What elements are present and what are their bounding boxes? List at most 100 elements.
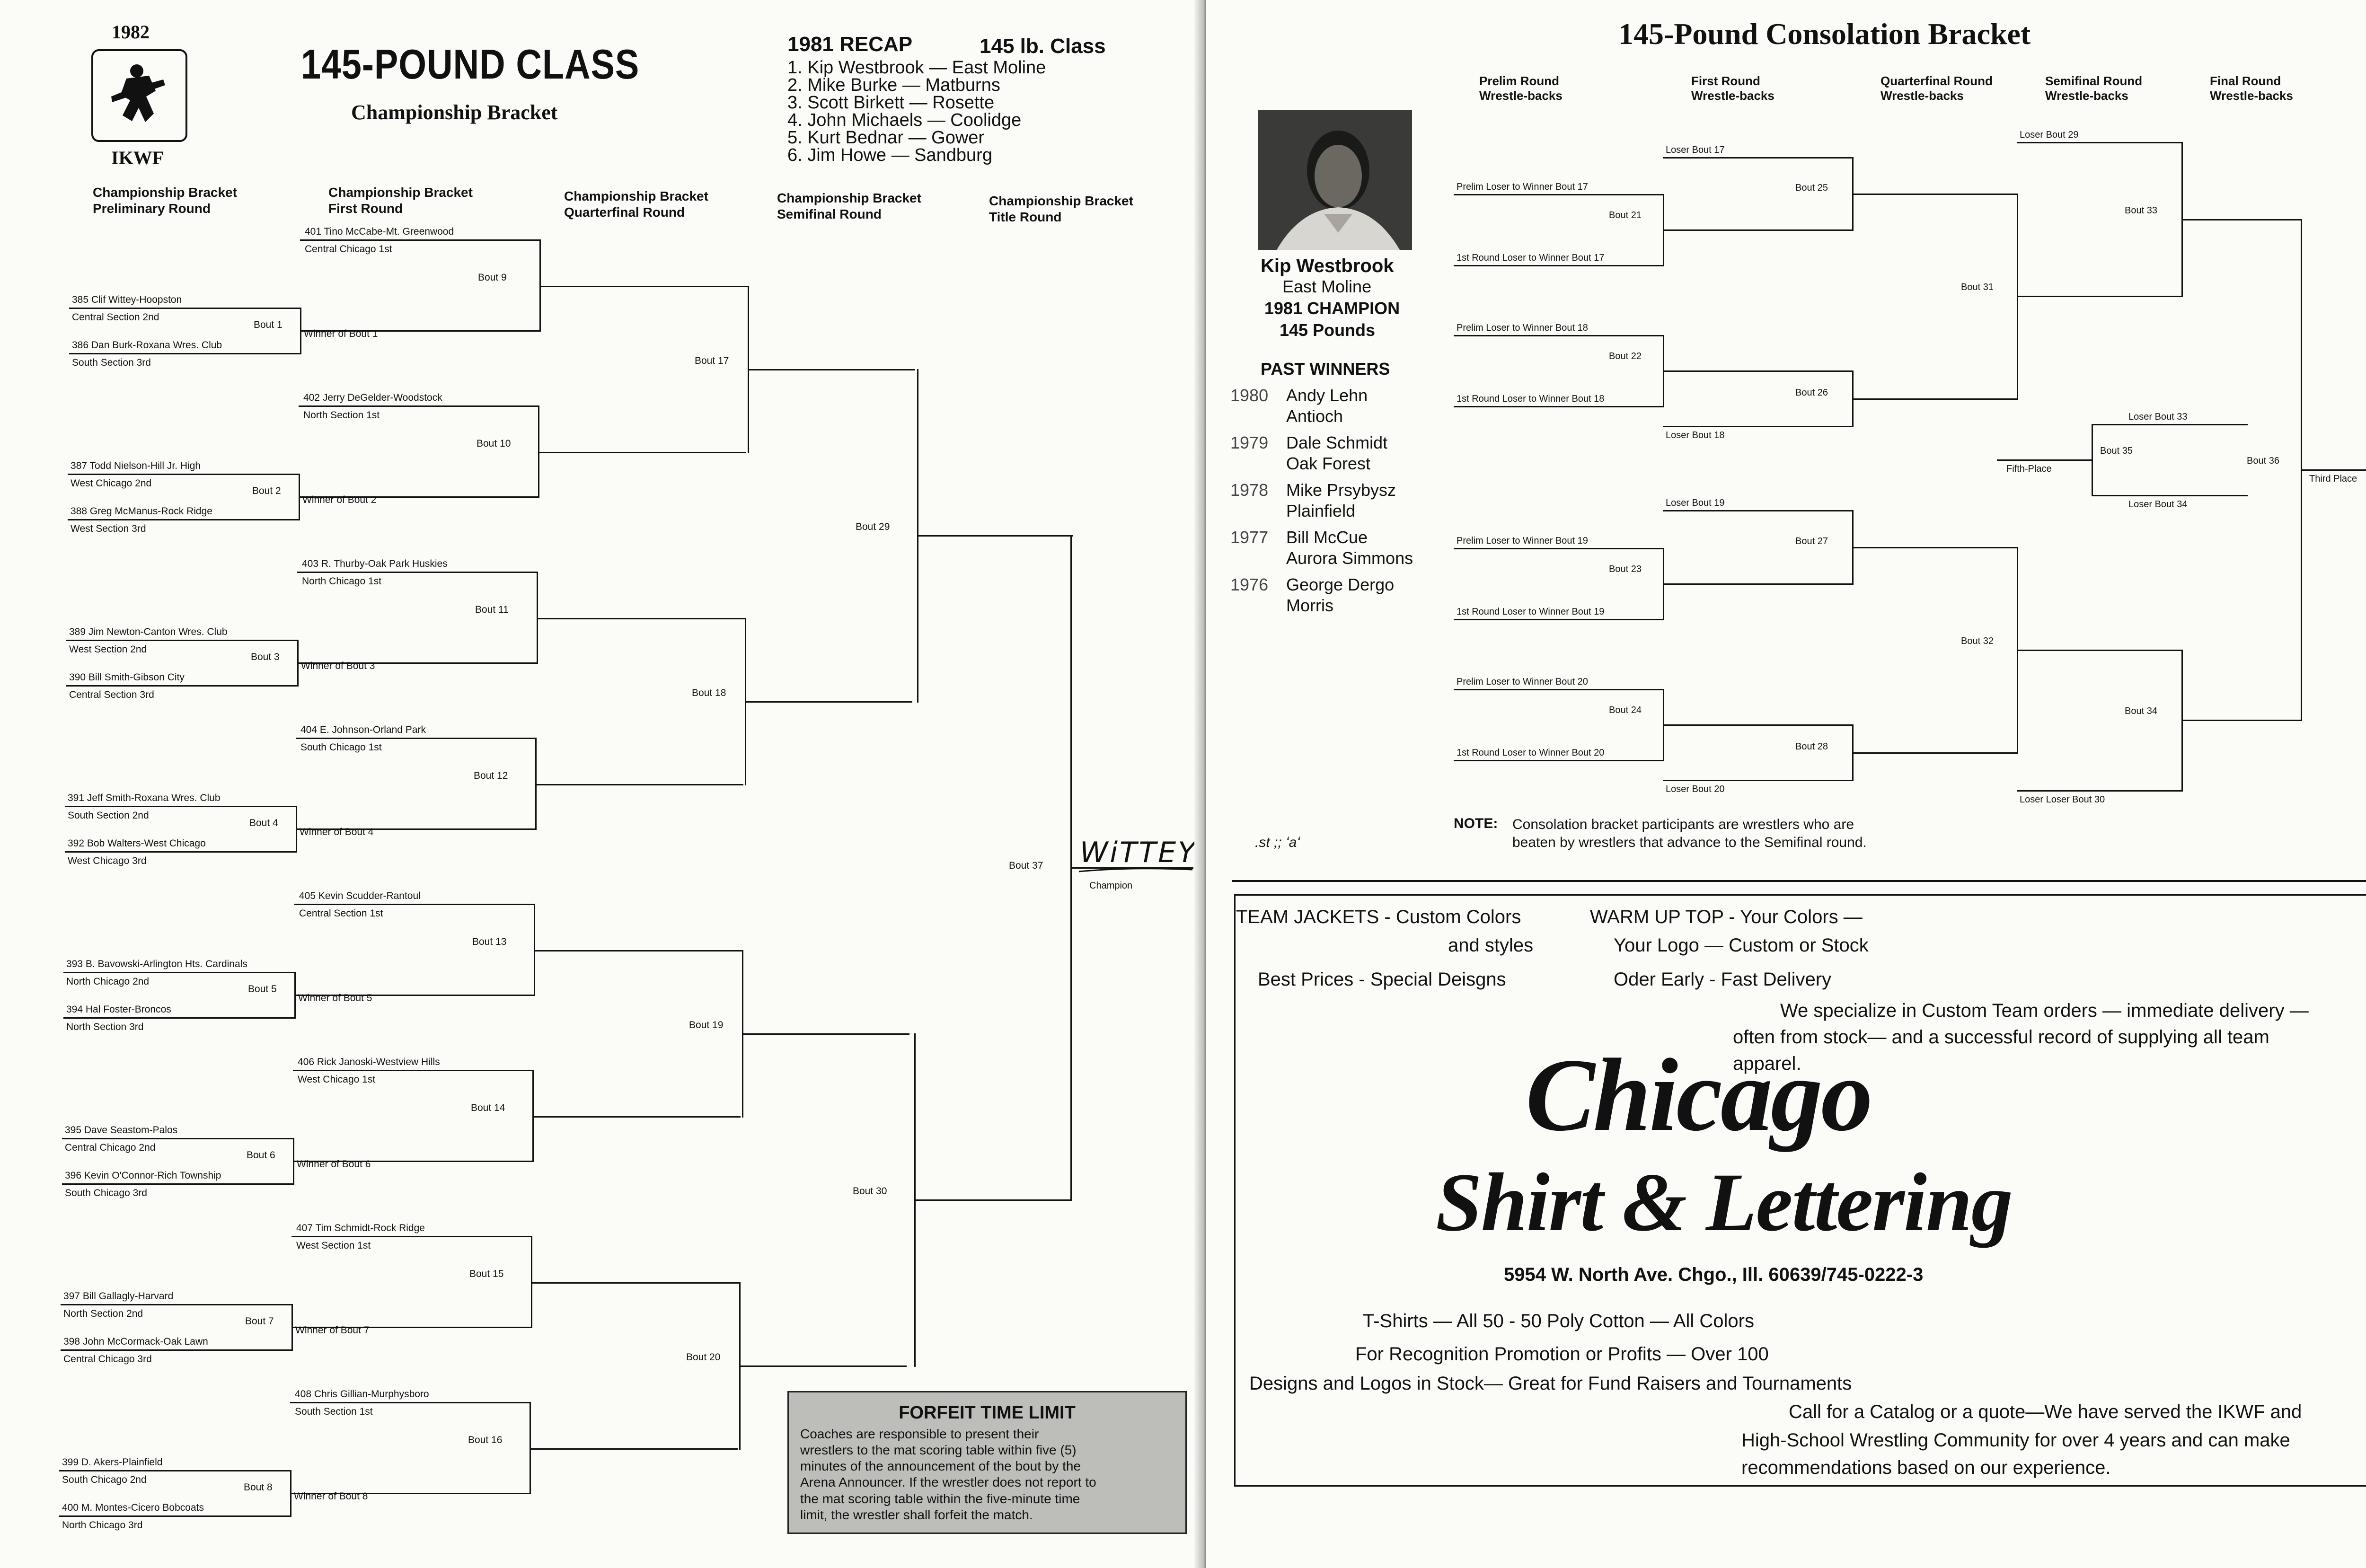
prelim-seed: South Section 2nd — [68, 810, 149, 821]
prelim-entrant: 394 Hal Foster-Broncos — [66, 1004, 171, 1015]
ad-warm-3: Oder Early - Fast Delivery — [1614, 969, 1832, 990]
advance-line — [1852, 546, 2017, 548]
prelim-entrant: 387 Todd Nielson-Hill Jr. High — [71, 460, 201, 471]
cons-loser-entry: Loser Bout 29 — [2020, 130, 2079, 140]
first-round-seed: North Chicago 1st — [302, 576, 382, 587]
first-round-seed: Central Chicago 1st — [305, 244, 392, 255]
advance-line — [539, 286, 748, 287]
ad-tshirt-3: Designs and Logos in Stock— Great for Fu… — [1249, 1373, 1852, 1394]
cons-loser-entry: Loser Bout 18 — [1666, 430, 1725, 440]
ad-call-1: Call for a Catalog or a quote—We have se… — [1789, 1401, 2302, 1422]
prelim-entrant: 395 Dave Seastom-Palos — [65, 1125, 178, 1136]
past-winner-name: Andy Lehn — [1286, 386, 1368, 405]
prelim-bout-label: Bout 3 — [251, 652, 280, 662]
cons-prelim-entry: Prelim Loser to Winner Bout 18 — [1457, 323, 1588, 333]
cons-bout-label: Bout 24 — [1609, 705, 1642, 715]
advance-line — [2181, 219, 2301, 220]
prelim-bout-label: Bout 6 — [247, 1150, 275, 1161]
first-round-entrant: 402 Jerry DeGelder-Woodstock — [303, 392, 442, 403]
quarter-bout-label: Bout 19 — [689, 1019, 724, 1031]
first-round-entrant: 406 Rick Janoski-Westview Hills — [298, 1057, 440, 1067]
first-round-entrant: 407 Tim Schmidt-Rock Ridge — [296, 1223, 425, 1233]
first-round-seed: West Chicago 1st — [298, 1074, 376, 1085]
first-round-bout-label: Bout 9 — [478, 272, 507, 283]
advance-line — [1663, 724, 1852, 726]
wrestler-figure-icon — [111, 64, 165, 122]
entrant-line — [59, 1515, 290, 1517]
entrant-line — [66, 640, 297, 641]
prelim-bout-label: Bout 7 — [245, 1316, 274, 1327]
bracket-connector — [2092, 424, 2093, 496]
ad-warm-2: Your Logo — Custom or Stock — [1614, 935, 1869, 956]
forfeit-box: FORFEIT TIME LIMIT Coaches are responsib… — [787, 1391, 1187, 1534]
first-round-seed: South Chicago 1st — [300, 742, 382, 753]
forfeit-text: Coaches are responsible to present their… — [800, 1426, 1174, 1523]
cons-bout-label: Bout 26 — [1795, 387, 1828, 398]
champion-photo — [1258, 110, 1412, 250]
bracket-connector — [534, 904, 535, 996]
entry-line — [1454, 689, 1663, 690]
right-page: 145-Pound Consolation Bracket Prelim Rou… — [1206, 0, 2366, 1568]
advance-line — [532, 1116, 741, 1118]
fifth-place-label: Fifth-Place — [2006, 464, 2052, 474]
forfeit-line: minutes of the announcement of the bout … — [800, 1459, 1081, 1474]
advance-line — [534, 950, 742, 951]
entrant-line — [296, 738, 535, 739]
entrant-line — [291, 1236, 531, 1237]
cons-prelim-entry: Prelim Loser to Winner Bout 19 — [1457, 536, 1588, 546]
entrant-line — [62, 1183, 293, 1185]
past-winner-year: 1976 — [1230, 575, 1269, 594]
forfeit-line: limit, the wrestler shall forfeit the ma… — [800, 1507, 1033, 1522]
champion-label: Champion — [1089, 881, 1133, 891]
advance-line — [917, 535, 1073, 537]
third-place-label: Third Place — [2309, 473, 2357, 484]
prelim-seed: Central Chicago 2nd — [65, 1142, 156, 1153]
prelim-seed: South Section 3rd — [72, 357, 151, 368]
past-winner-school: Oak Forest — [1286, 454, 1371, 473]
entry-line — [2092, 424, 2248, 425]
handwritten-winner: WiTTEY — [1080, 836, 1197, 869]
advance-line — [535, 784, 743, 785]
cons-bout-label: Bout 21 — [1609, 210, 1642, 220]
round-header-title: Championship Bracket Title Round — [989, 194, 1133, 224]
first-round-bout-label: Bout 12 — [474, 770, 508, 781]
first-round-entrant: 404 E. Johnson-Orland Park — [300, 724, 426, 735]
entry-line — [2017, 142, 2181, 143]
prelim-entrant: 393 B. Bavowski-Arlington Hts. Cardinals — [66, 959, 247, 969]
cons-entry: 1st Round Loser to Winner Bout 17 — [1457, 253, 1605, 263]
ad-logo-chicago: Chicago — [1526, 1037, 1873, 1153]
recap-item: 1. Kip Westbrook — East Moline — [787, 58, 1046, 78]
entrant-line — [65, 806, 296, 807]
first-round-seed: South Section 1st — [295, 1406, 373, 1417]
first-round-bout-label: Bout 11 — [475, 604, 509, 615]
prelim-seed: Central Chicago 3rd — [63, 1354, 152, 1365]
first-round-entrant: 401 Tino McCabe-Mt. Greenwood — [305, 226, 454, 237]
ad-box — [1234, 894, 2366, 1487]
prelim-seed: West Section 3rd — [71, 523, 146, 534]
recap-item: 6. Jim Howe — Sandburg — [787, 145, 992, 165]
entrant-line — [293, 1070, 532, 1071]
cons-bout-label: Bout 28 — [1795, 741, 1828, 752]
ad-specialize-2: often from stock— and a successful recor… — [1733, 1027, 2269, 1048]
ikwf-logo — [91, 49, 187, 142]
advance-line — [2017, 296, 2181, 297]
recap-item: 4. John Michaels — Coolidge — [787, 110, 1022, 130]
past-winner-year: 1977 — [1230, 528, 1269, 547]
prelim-entrant: 399 D. Akers-Plainfield — [62, 1457, 163, 1468]
past-winner-name: Mike Prsybysz — [1286, 480, 1396, 500]
first-round-seed: North Section 1st — [303, 410, 380, 421]
advance-line — [531, 1282, 739, 1284]
entry-line — [1454, 760, 1663, 761]
ad-tshirt-1: T-Shirts — All 50 - 50 Poly Cotton — All… — [1363, 1311, 1754, 1331]
advance-line — [538, 452, 746, 453]
winner-line — [290, 1493, 530, 1494]
cons-header-prelim: Prelim Round Wrestle-backs — [1479, 74, 1563, 103]
advance-line — [739, 1365, 907, 1367]
prelim-entrant: 391 Jeff Smith-Roxana Wres. Club — [68, 793, 221, 803]
page-subtitle: Championship Bracket — [351, 101, 558, 124]
cons-loser-entry: Loser Bout 17 — [1666, 145, 1725, 155]
left-page: 1982 IKWF 145-POUND CLASS Championship B… — [59, 22, 1197, 1534]
entrant-line — [69, 308, 300, 309]
prelim-bout-label: Bout 8 — [244, 1482, 273, 1493]
ad-warm-1: WARM UP TOP - Your Colors — — [1590, 907, 1863, 927]
